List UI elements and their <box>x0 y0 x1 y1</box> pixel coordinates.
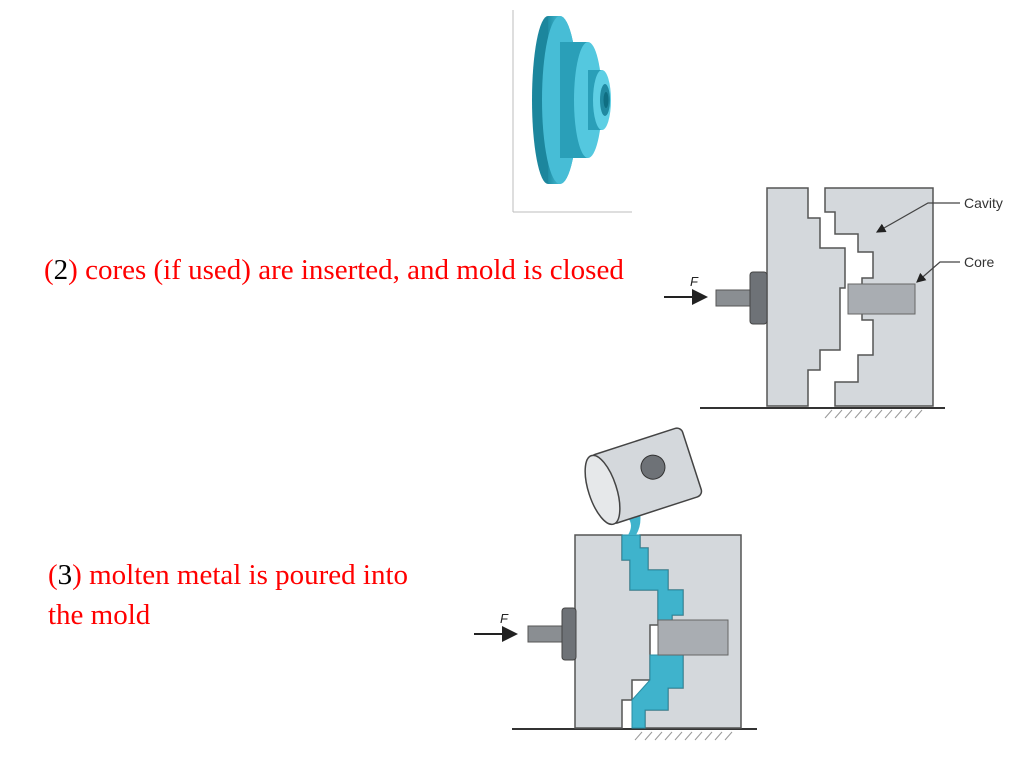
core-leader <box>916 261 960 283</box>
cavity-leader <box>875 202 960 233</box>
ladle <box>584 427 703 526</box>
step-2-number: 2 <box>53 254 69 286</box>
core <box>657 619 729 656</box>
piston-rod <box>527 625 565 643</box>
step-3-text: molten metal is poured into the mold <box>48 559 409 631</box>
core <box>847 283 916 315</box>
force-label: F <box>500 611 509 626</box>
step-3-caption: (3) molten metal is poured into the mold <box>48 559 409 631</box>
piston-head <box>561 607 577 661</box>
core-label: Core <box>964 254 995 270</box>
piston-head <box>749 271 768 325</box>
ground-hatch <box>634 731 733 741</box>
ground-hatch <box>824 409 923 419</box>
step-2-text: cores (if used) are inserted, and mold i… <box>85 254 624 286</box>
step-2-caption: (2) cores (if used) are inserted, and mo… <box>44 254 624 286</box>
mold-pouring-diagram: F <box>474 427 757 741</box>
cavity-label: Cavity <box>964 195 1003 211</box>
left-die <box>766 187 846 407</box>
step-3-number: 3 <box>57 559 73 591</box>
finished-part <box>512 10 632 213</box>
mold-closed-diagram: F Cavity Core <box>664 187 1003 419</box>
force-label: F <box>690 274 699 289</box>
molten-metal <box>621 534 684 621</box>
piston-rod <box>715 289 753 307</box>
